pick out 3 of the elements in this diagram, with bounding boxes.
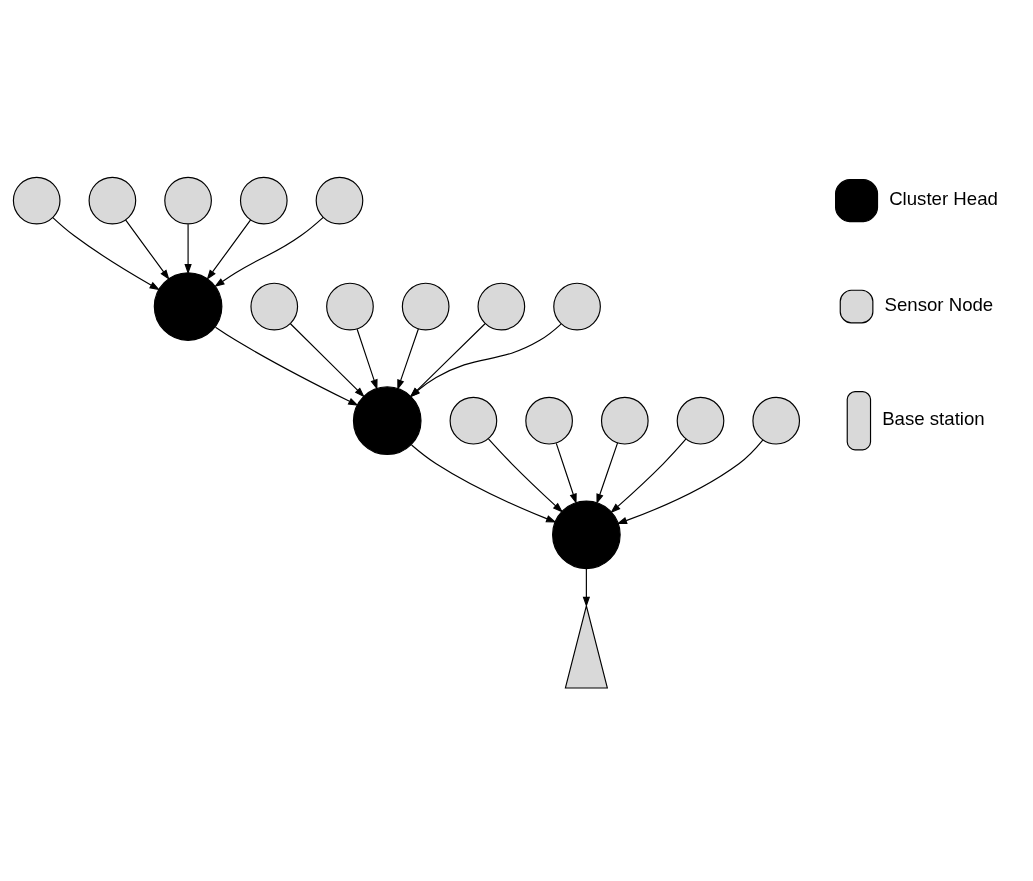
legend-label: Sensor Node [884, 294, 994, 315]
legend-label: Cluster Head [889, 188, 998, 210]
legend-label: Base station [882, 408, 985, 430]
